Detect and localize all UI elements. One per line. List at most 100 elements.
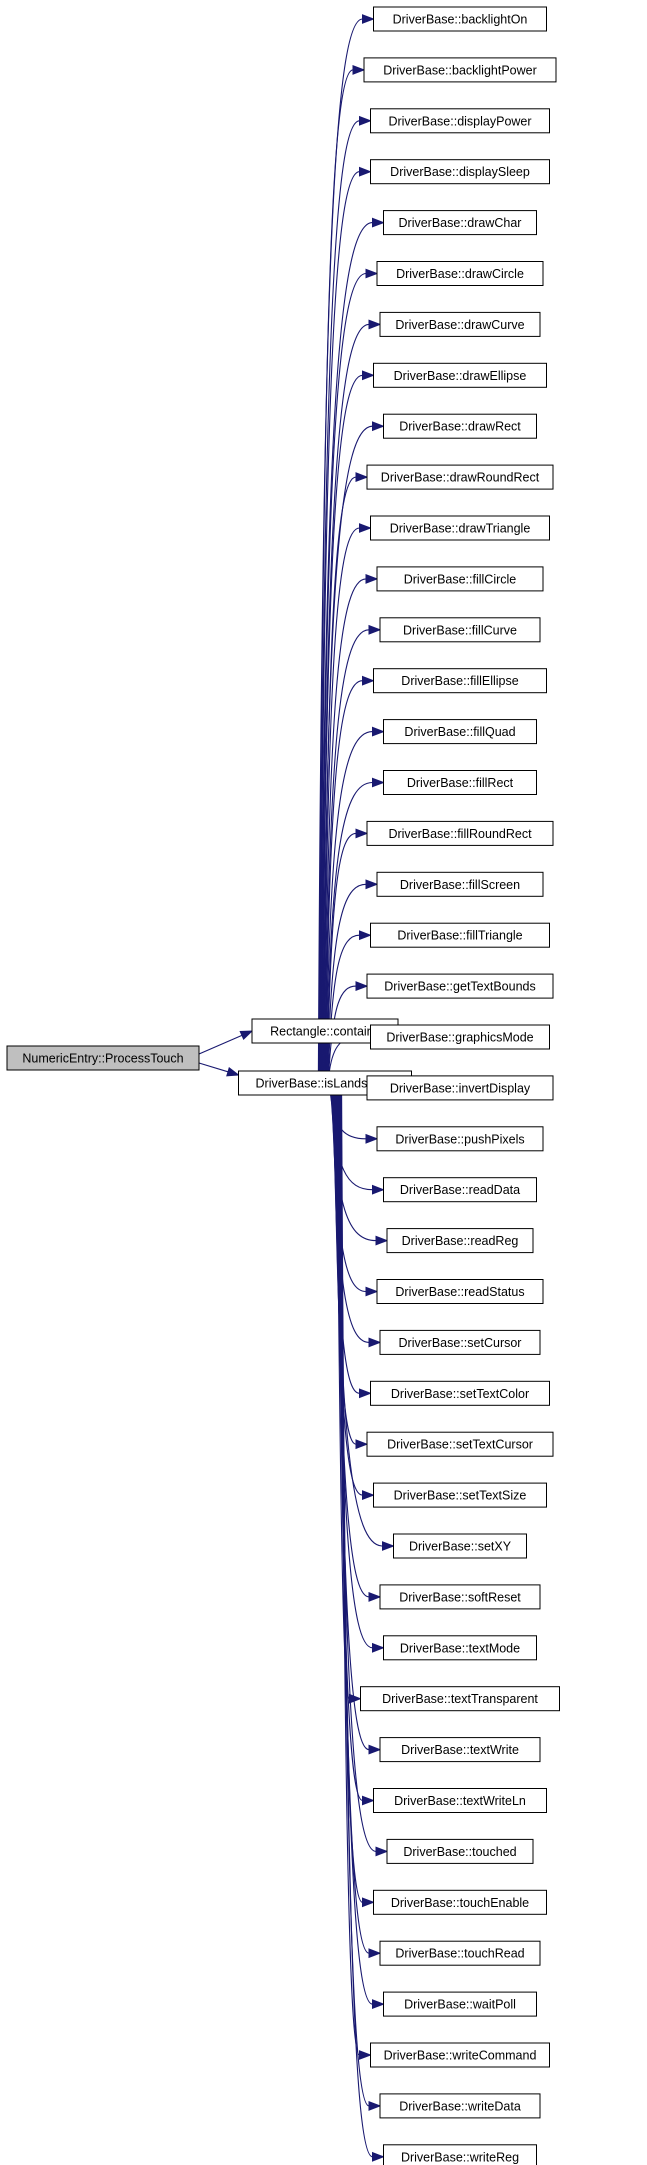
node-label: DriverBase::setCursor xyxy=(399,1336,522,1350)
node-driver-base-write-data[interactable]: DriverBase::writeData xyxy=(379,2093,541,2119)
node-driver-base-draw-ellipse[interactable]: DriverBase::drawEllipse xyxy=(373,362,547,388)
node-driver-base-text-transparent[interactable]: DriverBase::textTransparent xyxy=(360,1686,560,1712)
edge-islandscape-to-text-transparent-arrowhead xyxy=(349,1693,362,1704)
node-label: DriverBase::drawRoundRect xyxy=(381,471,540,485)
node-driver-base-set-text-color[interactable]: DriverBase::setTextColor xyxy=(370,1380,550,1406)
node-box xyxy=(379,1584,541,1610)
edge-islandscape-to-touch-read-arrowhead xyxy=(368,1948,382,1959)
node-driver-base-fill-screen[interactable]: DriverBase::fillScreen xyxy=(376,871,544,897)
edge-islandscape-to-read-status-arrowhead xyxy=(365,1286,379,1297)
node-driver-base-backlight-power[interactable]: DriverBase::backlightPower xyxy=(363,57,557,83)
node-driver-base-display-sleep[interactable]: DriverBase::displaySleep xyxy=(370,159,550,185)
edge-islandscape-to-fill-quad-arrowhead xyxy=(372,726,385,737)
node-label: NumericEntry::ProcessTouch xyxy=(22,1052,183,1066)
node-label: DriverBase::drawCircle xyxy=(396,267,524,281)
edge-islandscape-to-draw-ellipse-arrowhead xyxy=(362,370,375,381)
edge-islandscape-to-set-text-size-arrowhead xyxy=(362,1490,375,1501)
node-box xyxy=(366,1431,554,1457)
edge-islandscape-to-write-data-arrowhead xyxy=(368,2100,382,2111)
node-box xyxy=(370,922,550,948)
node-box xyxy=(379,617,541,643)
node-box xyxy=(383,413,537,439)
edge-islandscape-to-fill-round-rect-arrowhead xyxy=(355,828,369,839)
node-label: DriverBase::drawEllipse xyxy=(394,369,527,383)
node-driver-base-touched[interactable]: DriverBase::touched xyxy=(386,1838,534,1864)
node-driver-base-read-reg[interactable]: DriverBase::readReg xyxy=(386,1228,534,1254)
edge-islandscape-to-touch-enable-arrowhead xyxy=(362,1897,375,1908)
edge-islandscape-to-draw-curve xyxy=(321,323,370,1072)
node-label: DriverBase::fillCurve xyxy=(403,623,517,637)
node-driver-base-graphics-mode[interactable]: DriverBase::graphicsMode xyxy=(370,1024,550,1050)
edge-islandscape-to-set-text-color-arrowhead xyxy=(359,1388,372,1399)
node-driver-base-fill-round-rect[interactable]: DriverBase::fillRoundRect xyxy=(366,820,554,846)
node-driver-base-fill-circle[interactable]: DriverBase::fillCircle xyxy=(376,566,544,592)
node-label: DriverBase::readReg xyxy=(402,1234,519,1248)
node-driver-base-soft-reset[interactable]: DriverBase::softReset xyxy=(379,1584,541,1610)
node-driver-base-text-mode[interactable]: DriverBase::textMode xyxy=(383,1635,537,1661)
node-label: DriverBase::graphicsMode xyxy=(386,1031,533,1045)
edge-islandscape-to-fill-quad xyxy=(325,731,373,1072)
node-label: DriverBase::displayPower xyxy=(388,114,531,128)
node-driver-base-touch-enable[interactable]: DriverBase::touchEnable xyxy=(373,1889,547,1915)
node-driver-base-fill-rect[interactable]: DriverBase::fillRect xyxy=(383,770,537,795)
node-driver-base-touch-read[interactable]: DriverBase::touchRead xyxy=(379,1940,541,1966)
edge-islandscape-to-fill-rect xyxy=(326,781,373,1072)
node-label: DriverBase::setXY xyxy=(409,1540,512,1554)
edge-processtouch-to-contains-arrowhead xyxy=(239,1030,254,1041)
node-driver-base-set-cursor[interactable]: DriverBase::setCursor xyxy=(379,1329,541,1355)
node-driver-base-wait-poll[interactable]: DriverBase::waitPoll xyxy=(383,1991,537,2017)
edge-islandscape-to-write-reg-arrowhead xyxy=(372,2151,385,2162)
node-driver-base-get-text-bounds[interactable]: DriverBase::getTextBounds xyxy=(366,973,554,999)
node-label: Rectangle::contains xyxy=(270,1025,380,1039)
node-driver-base-draw-rect[interactable]: DriverBase::drawRect xyxy=(383,413,537,439)
node-box xyxy=(393,1533,527,1559)
node-driver-base-display-power[interactable]: DriverBase::displayPower xyxy=(370,108,550,134)
node-driver-base-draw-triangle[interactable]: DriverBase::drawTriangle xyxy=(370,515,550,541)
node-box xyxy=(379,311,541,337)
edge-islandscape-to-draw-circle xyxy=(320,272,367,1072)
node-driver-base-draw-curve[interactable]: DriverBase::drawCurve xyxy=(379,311,541,337)
edge-islandscape-to-fill-circle-arrowhead xyxy=(365,573,379,584)
node-driver-base-fill-quad[interactable]: DriverBase::fillQuad xyxy=(383,719,537,745)
node-driver-base-fill-triangle[interactable]: DriverBase::fillTriangle xyxy=(370,922,550,948)
node-driver-base-write-reg[interactable]: DriverBase::writeReg xyxy=(383,2144,537,2165)
node-driver-base-read-status[interactable]: DriverBase::readStatus xyxy=(376,1279,544,1304)
edge-islandscape-to-backlight-power xyxy=(318,69,354,1072)
edge-islandscape-to-fill-triangle xyxy=(327,934,360,1072)
node-label: DriverBase::isLandscape xyxy=(256,1077,395,1091)
node-box xyxy=(379,2093,541,2119)
node-box xyxy=(379,1940,541,1966)
node-driver-base-draw-circle[interactable]: DriverBase::drawCircle xyxy=(376,261,544,286)
node-driver-base-text-write-ln[interactable]: DriverBase::textWriteLn xyxy=(373,1788,547,1813)
node-box xyxy=(379,1737,541,1763)
node-driver-base-set-text-size[interactable]: DriverBase::setTextSize xyxy=(373,1482,547,1508)
node-box xyxy=(370,1024,550,1050)
node-label: DriverBase::fillScreen xyxy=(400,878,520,892)
node-driver-base-write-command[interactable]: DriverBase::writeCommand xyxy=(370,2042,550,2068)
node-driver-base-text-write[interactable]: DriverBase::textWrite xyxy=(379,1737,541,1763)
node-box xyxy=(373,1482,547,1508)
edge-processtouch-to-contains xyxy=(198,1034,243,1055)
node-box xyxy=(376,261,544,286)
node-driver-base-fill-curve[interactable]: DriverBase::fillCurve xyxy=(379,617,541,643)
node-driver-base-read-data[interactable]: DriverBase::readData xyxy=(383,1177,537,1203)
node-numeric-entry-process-touch[interactable]: NumericEntry::ProcessTouch xyxy=(6,1045,200,1071)
node-label: DriverBase::backlightOn xyxy=(393,13,528,27)
node-box xyxy=(383,1177,537,1203)
edge-islandscape-to-get-text-bounds-arrowhead xyxy=(355,981,369,992)
node-box xyxy=(370,2042,550,2068)
edge-islandscape-to-read-reg-arrowhead xyxy=(375,1235,389,1246)
node-label: DriverBase::softReset xyxy=(399,1590,521,1604)
node-driver-base-draw-char[interactable]: DriverBase::drawChar xyxy=(383,210,537,236)
node-driver-base-backlight-on[interactable]: DriverBase::backlightOn xyxy=(373,6,547,32)
node-driver-base-invert-display[interactable]: DriverBase::invertDisplay xyxy=(366,1075,554,1101)
node-driver-base-set-text-cursor[interactable]: DriverBase::setTextCursor xyxy=(366,1431,554,1457)
node-driver-base-push-pixels[interactable]: DriverBase::pushPixels xyxy=(376,1126,544,1152)
node-box xyxy=(373,1889,547,1915)
node-box xyxy=(363,57,557,83)
node-label: DriverBase::waitPoll xyxy=(404,1998,516,2012)
edge-islandscape-to-fill-screen-arrowhead xyxy=(365,879,379,890)
node-driver-base-draw-round-rect[interactable]: DriverBase::drawRoundRect xyxy=(366,464,554,490)
node-driver-base-set-xy[interactable]: DriverBase::setXY xyxy=(393,1533,527,1559)
node-driver-base-fill-ellipse[interactable]: DriverBase::fillEllipse xyxy=(373,668,547,694)
